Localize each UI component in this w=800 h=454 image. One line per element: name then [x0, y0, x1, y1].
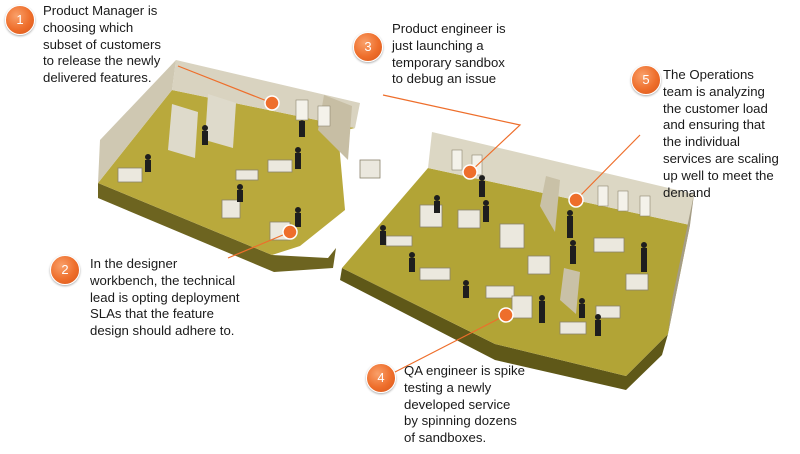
window — [451, 149, 463, 171]
leader-line-4 — [394, 314, 507, 373]
left-office-partition — [168, 104, 198, 158]
target-dot-5 — [568, 192, 584, 208]
desk — [595, 305, 621, 319]
desk — [511, 295, 533, 319]
window — [295, 99, 309, 121]
desk — [235, 169, 259, 181]
person — [434, 195, 440, 213]
callout-text: QA engineer is spike testing a newly dev… — [404, 363, 525, 446]
window — [597, 185, 609, 207]
target-dot-4 — [498, 307, 514, 323]
person — [145, 154, 151, 172]
desk — [527, 255, 551, 275]
person — [641, 242, 647, 272]
person — [237, 184, 243, 202]
right-office-partition — [540, 176, 560, 232]
desk — [385, 235, 413, 247]
left-office-side-wall — [98, 60, 176, 183]
left-office-partition — [205, 94, 236, 148]
callout-number-badge: 2 — [50, 255, 80, 285]
person — [595, 314, 601, 336]
callout-number-badge: 3 — [353, 32, 383, 62]
left-office-back-wall — [172, 60, 360, 128]
person — [409, 252, 415, 272]
person — [570, 240, 576, 264]
desk — [117, 167, 143, 183]
desk — [485, 285, 515, 299]
desk — [625, 273, 649, 291]
callout-number-badge: 5 — [631, 65, 661, 95]
person — [295, 147, 301, 169]
person — [567, 210, 573, 238]
window — [639, 195, 651, 217]
left-office — [98, 60, 360, 272]
callout-text: Product Manager is choosing which subset… — [43, 3, 162, 86]
desk — [559, 321, 587, 335]
left-office-floor — [98, 90, 355, 255]
right-office-partition — [560, 268, 580, 314]
window — [617, 190, 629, 212]
callout-number-badge: 1 — [5, 5, 35, 35]
leader-line-1 — [177, 65, 273, 104]
desk — [359, 159, 381, 179]
target-dot-1 — [264, 95, 280, 111]
right-office — [340, 132, 694, 390]
window — [317, 105, 331, 127]
people — [145, 115, 647, 336]
right-office-side-wall — [668, 194, 694, 334]
person — [479, 175, 485, 197]
target-dot-2 — [282, 224, 298, 240]
desk — [267, 159, 293, 173]
leader-line-3 — [382, 94, 522, 173]
person — [295, 207, 301, 227]
person — [579, 298, 585, 318]
desks — [117, 159, 649, 335]
person — [380, 225, 386, 245]
person — [463, 280, 469, 298]
callout-text: The Operations team is analyzing the cus… — [663, 67, 779, 200]
callout-text: In the designer workbench, the technical… — [90, 256, 240, 339]
callout-number-badge: 4 — [366, 363, 396, 393]
desk — [593, 237, 625, 253]
target-dot-3 — [462, 164, 478, 180]
person — [539, 295, 545, 323]
desk — [499, 223, 525, 249]
person — [202, 125, 208, 145]
desk — [419, 267, 451, 281]
desk — [457, 209, 481, 229]
desk — [221, 199, 241, 219]
target-dots — [264, 95, 584, 323]
right-office-floor-side — [340, 268, 668, 390]
leader-line-2 — [227, 231, 291, 259]
callout-text: Product engineer is just launching a tem… — [392, 21, 506, 87]
leader-line-5 — [575, 134, 641, 201]
person — [483, 200, 489, 222]
left-office-floor-side — [98, 183, 336, 272]
leader-lines — [177, 65, 641, 373]
